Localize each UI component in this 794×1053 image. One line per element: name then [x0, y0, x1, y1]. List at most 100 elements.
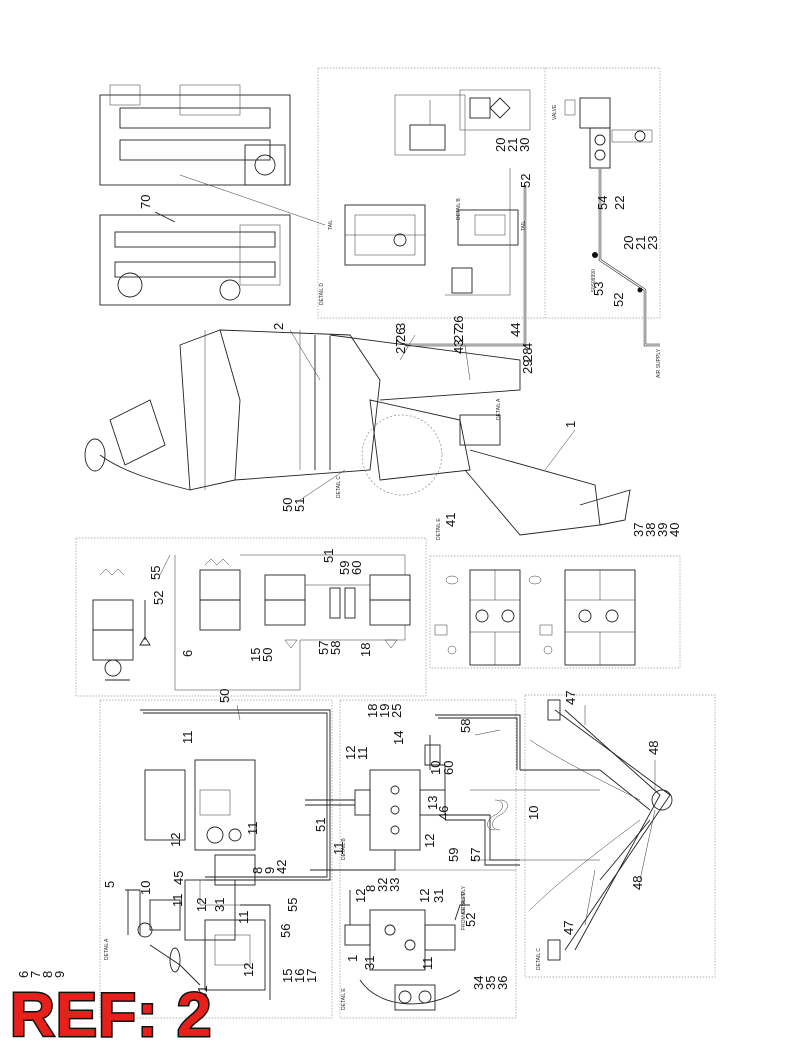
callout-35: 35 [483, 976, 498, 990]
callout-18: 18 [358, 643, 373, 657]
control-panels [434, 569, 636, 666]
callout-15: 15 [248, 648, 263, 662]
callout-6: 6 [16, 971, 31, 978]
callout-28: 28 [520, 348, 535, 362]
leader-lines [159, 329, 656, 926]
callout-48: 48 [646, 741, 661, 755]
label-FROM DETAIL D: FROM DETAIL D [461, 892, 467, 930]
callout-3: 3 [393, 323, 408, 330]
callout-53: 53 [591, 282, 606, 296]
callout-48: 48 [630, 876, 645, 890]
callout-45: 45 [171, 871, 186, 885]
callout-21: 21 [633, 236, 648, 250]
callout-11: 11 [355, 747, 370, 761]
callout-17: 17 [304, 969, 319, 983]
callout-12: 12 [194, 898, 209, 912]
callout-50: 50 [217, 689, 232, 703]
callout-40: 40 [667, 523, 682, 537]
label-VALVE: VALVE [552, 104, 558, 120]
callout-46: 46 [436, 806, 451, 820]
callout-21: 21 [505, 138, 520, 152]
callout-22: 22 [612, 196, 627, 210]
callout-8: 8 [250, 867, 265, 874]
callout-58: 58 [328, 641, 343, 655]
label-DETAIL B: DETAIL B [456, 198, 462, 220]
callout-5: 5 [102, 881, 117, 888]
callout-11: 11 [180, 731, 195, 745]
callout-4: 4 [520, 343, 535, 350]
callout-56: 56 [278, 924, 293, 938]
callout-31: 31 [212, 898, 227, 912]
callout-51: 51 [321, 549, 336, 563]
callout-59: 59 [446, 848, 461, 862]
callout-19: 19 [377, 704, 392, 718]
callout-16: 16 [292, 969, 307, 983]
callout-31: 31 [362, 956, 377, 970]
callout-2: 2 [271, 323, 286, 330]
callout-37: 37 [631, 523, 646, 537]
callout-10: 10 [428, 761, 443, 775]
callout-11: 11 [236, 911, 251, 925]
callout-13: 13 [425, 796, 440, 810]
label-TAIL: TAIL [521, 221, 527, 231]
callout-27: 27 [451, 328, 466, 342]
callout-11: 11 [420, 957, 435, 971]
callout-6: 6 [180, 650, 195, 657]
detail-a-frame [99, 699, 333, 1019]
callout-52: 52 [463, 913, 478, 927]
detail-b-frame [339, 699, 517, 871]
callout-51: 51 [313, 818, 328, 832]
callout-31: 31 [195, 986, 210, 1000]
callout-54: 54 [595, 196, 610, 210]
callout-20: 20 [621, 236, 636, 250]
callout-26: 26 [393, 328, 408, 342]
callout-12: 12 [417, 889, 432, 903]
callout-11: 11 [245, 822, 260, 836]
callout-27: 27 [393, 340, 408, 354]
callout-47: 47 [563, 691, 578, 705]
detail-c-frame [524, 694, 716, 978]
callout-34: 34 [471, 976, 486, 990]
callout-30: 30 [517, 138, 532, 152]
callout-47: 47 [561, 921, 576, 935]
callout-31: 31 [431, 889, 446, 903]
detail-e-valve-block [344, 890, 470, 1011]
callout-57: 57 [468, 848, 483, 862]
callout-39: 39 [655, 523, 670, 537]
detail-d-frame [317, 67, 661, 319]
air-supply-line [405, 168, 660, 347]
callout-58: 58 [458, 719, 473, 733]
callout-50: 50 [280, 498, 295, 512]
cutting-unit-views [99, 84, 326, 306]
callout-9: 9 [52, 971, 67, 978]
callout-52: 52 [518, 174, 533, 188]
label-50S08990: 50S08990 [591, 269, 597, 292]
callout-59: 59 [337, 561, 352, 575]
detail-e-frame [339, 869, 517, 1019]
detail-b-manifold [305, 714, 600, 871]
callout-60: 60 [441, 761, 456, 775]
callout-12: 12 [353, 889, 368, 903]
callout-23: 23 [645, 236, 660, 250]
callout-44: 44 [508, 323, 523, 337]
label-DETAIL C: DETAIL C [336, 476, 342, 498]
callout-25: 25 [389, 704, 404, 718]
callout-52: 52 [151, 591, 166, 605]
callout-10: 10 [526, 806, 541, 820]
callout-11: 11 [331, 842, 346, 856]
callout-29: 29 [520, 360, 535, 374]
callout-9: 9 [262, 867, 277, 874]
label-DETAIL A: DETAIL A [496, 398, 502, 420]
callout-8: 8 [40, 971, 55, 978]
detail-d-assembly [344, 89, 531, 296]
label-DETAIL A: DETAIL A [104, 938, 110, 960]
callout-12: 12 [168, 833, 183, 847]
callout-1: 1 [563, 421, 578, 428]
callout-11: 11 [170, 894, 185, 908]
callout-52: 52 [611, 293, 626, 307]
